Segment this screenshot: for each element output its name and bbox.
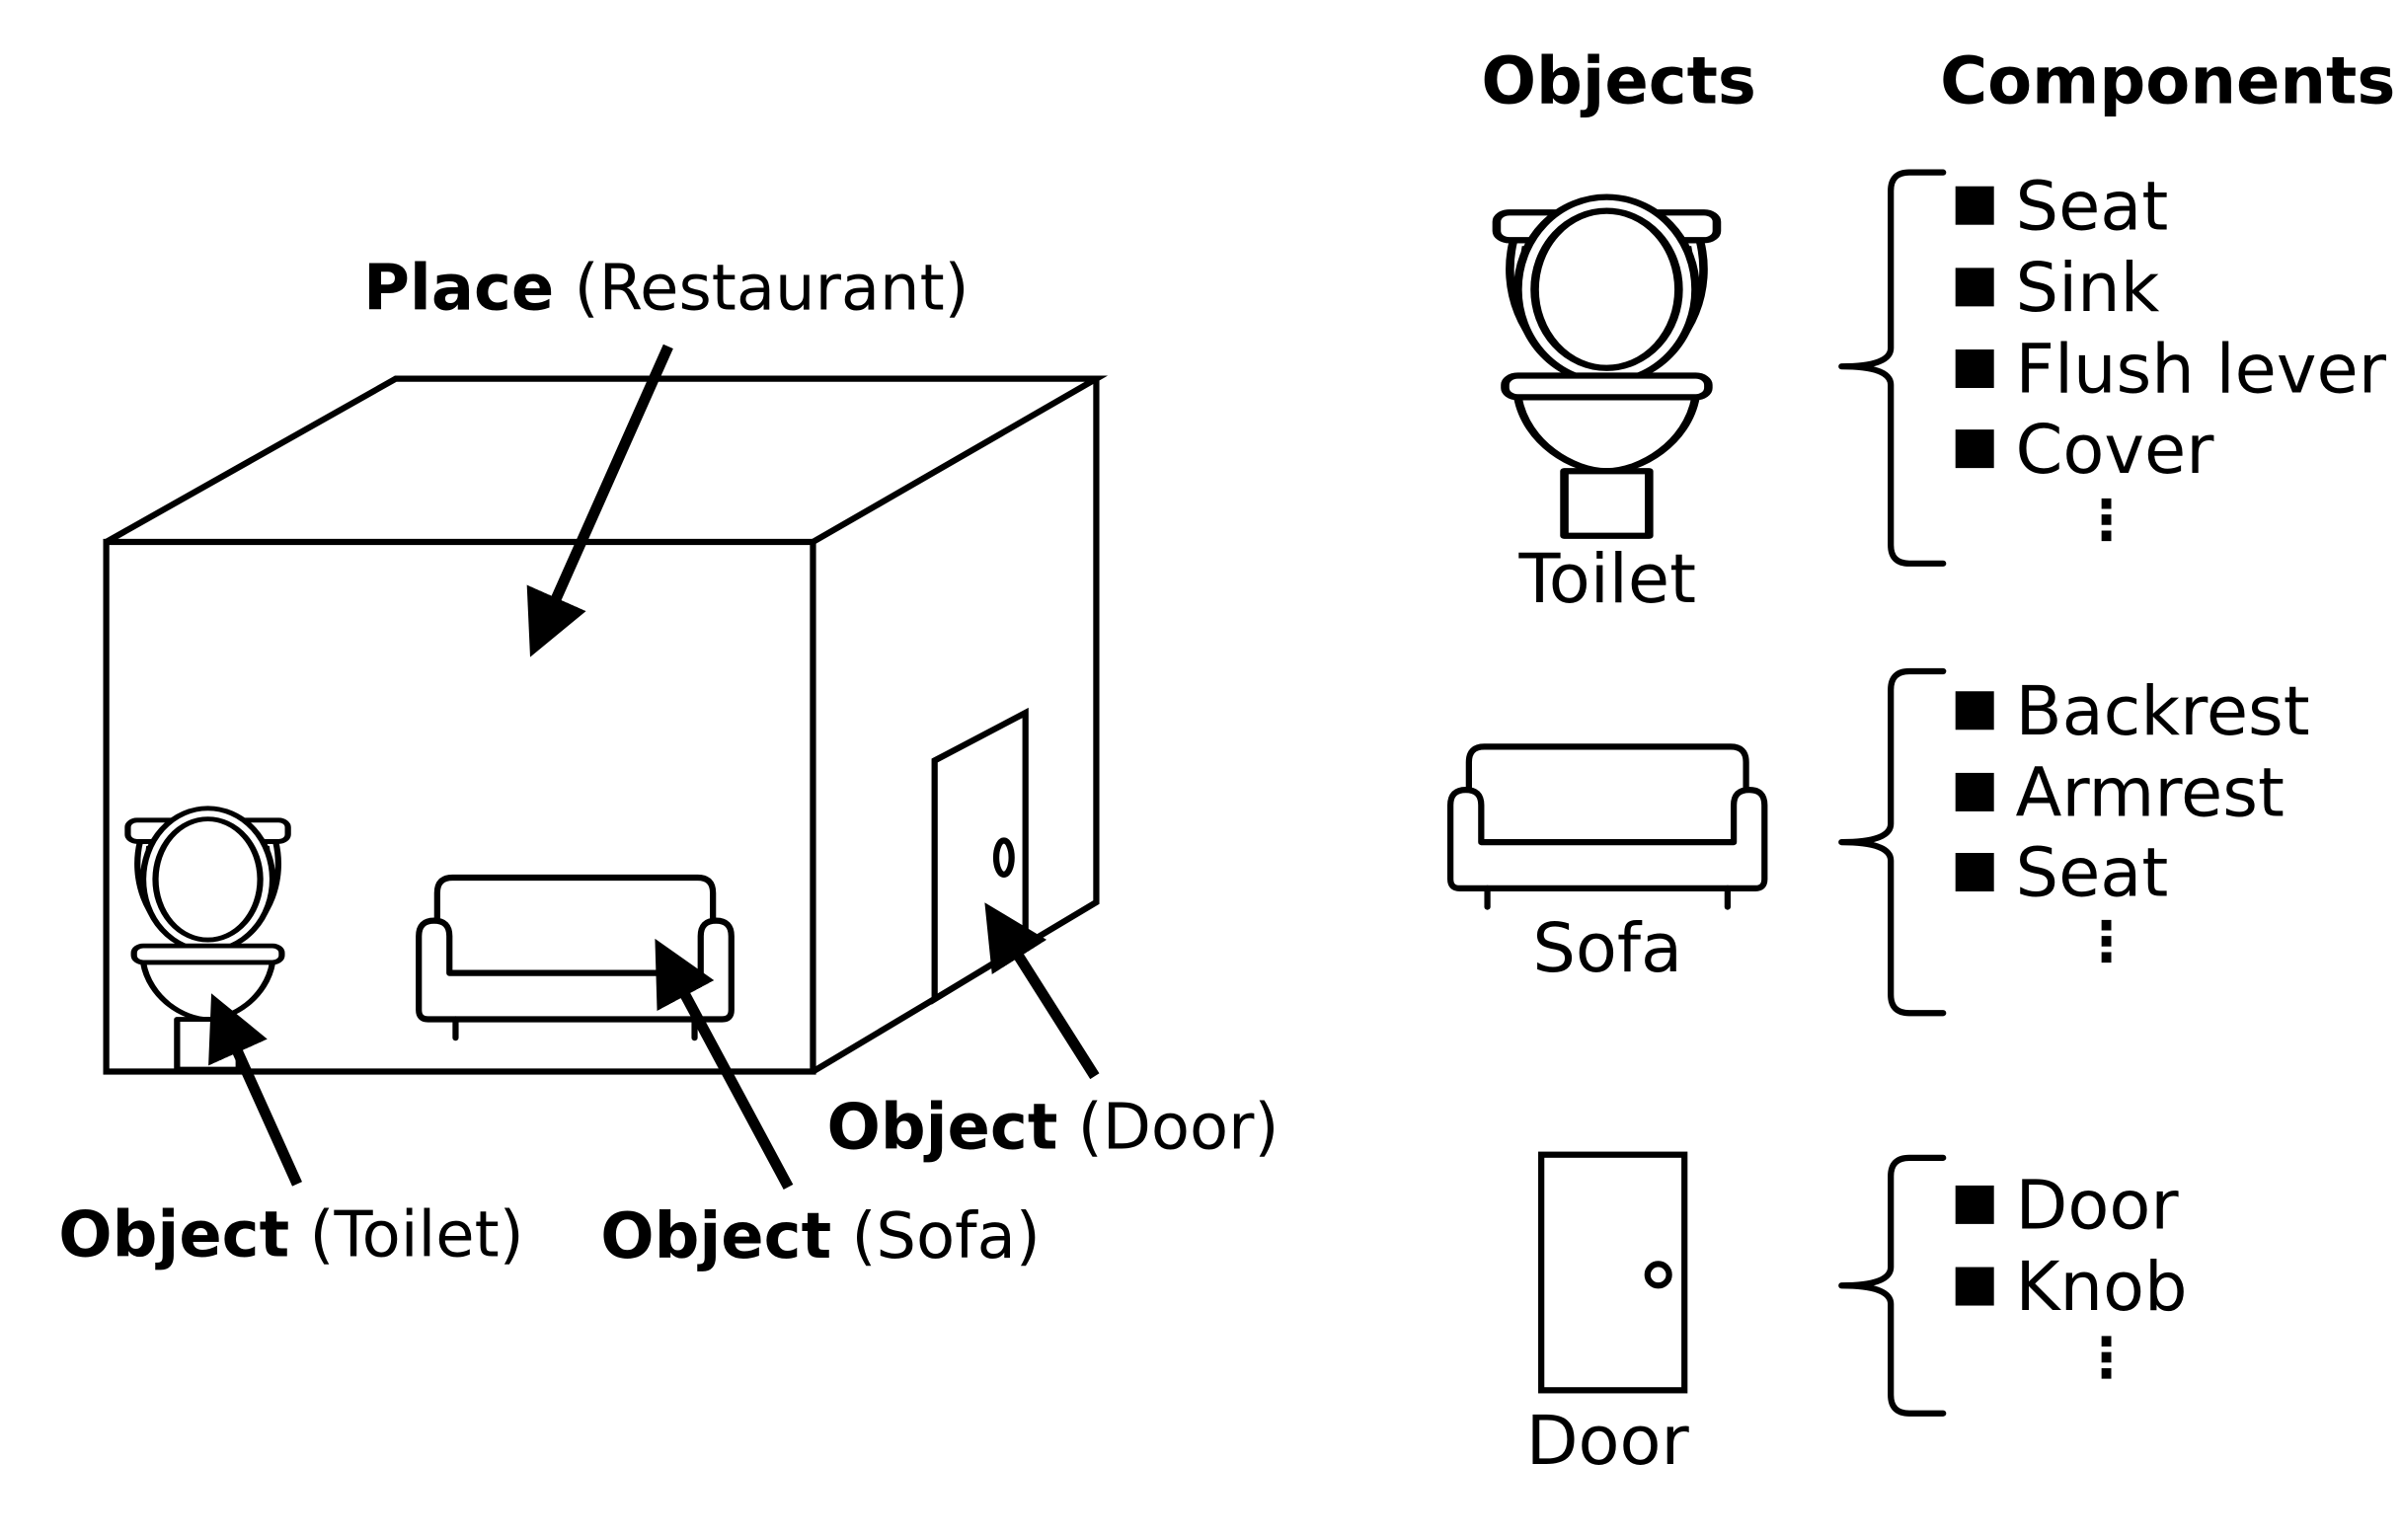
brace-door <box>1838 1154 1947 1417</box>
components-header: Components <box>1940 42 2396 119</box>
list-item: Cover <box>1955 417 2213 486</box>
bullet-square-icon <box>1955 268 1994 307</box>
sofa-icon <box>1450 746 1764 906</box>
place-label: Place (Restaurant) <box>363 251 969 326</box>
arrow-door <box>984 902 1100 1080</box>
arrow-sofa <box>655 938 794 1191</box>
object-sofa-label: Object (Sofa) <box>600 1198 1041 1273</box>
list-item: Seat <box>1955 840 2168 909</box>
list-item: Armrest <box>1955 760 2285 828</box>
bullet-square-icon <box>1955 186 1994 225</box>
list-item: Door <box>1955 1173 2179 1241</box>
list-item: Sink <box>1955 255 2159 324</box>
more-components-toilet: ⋮ <box>2078 489 2134 553</box>
list-item: Backrest <box>1955 678 2310 747</box>
list-item: Seat <box>1955 173 2168 242</box>
sofa-caption: Sofa <box>1532 909 1683 989</box>
toilet-icon <box>1497 197 1717 536</box>
more-components-door: ⋮ <box>2078 1327 2134 1391</box>
arrow-toilet <box>208 993 302 1187</box>
bullet-square-icon <box>1955 1267 1994 1306</box>
bullet-square-icon <box>1955 691 1994 731</box>
bullet-square-icon <box>1955 429 1994 469</box>
door-caption: Door <box>1525 1402 1689 1482</box>
more-components-sofa: ⋮ <box>2078 911 2134 975</box>
bullet-square-icon <box>1955 349 1994 389</box>
bullet-square-icon <box>1955 1185 1994 1224</box>
arrow-place <box>526 344 673 657</box>
room-box <box>103 375 1109 1075</box>
object-toilet-label: Object (Toilet) <box>58 1197 524 1272</box>
list-item: Knob <box>1955 1254 2188 1323</box>
list-item: Flush lever <box>1955 337 2386 406</box>
toilet-caption: Toilet <box>1518 540 1696 619</box>
door-icon <box>1538 1151 1688 1394</box>
bullet-square-icon <box>1955 853 1994 892</box>
scene-toilet-icon <box>127 808 287 1069</box>
brace-toilet <box>1838 169 1947 567</box>
scene-sofa-icon <box>419 878 732 1038</box>
object-door-label: Object (Door) <box>826 1090 1279 1165</box>
bullet-square-icon <box>1955 772 1994 811</box>
brace-sofa <box>1838 667 1947 1017</box>
objects-header: Objects <box>1481 42 1756 119</box>
